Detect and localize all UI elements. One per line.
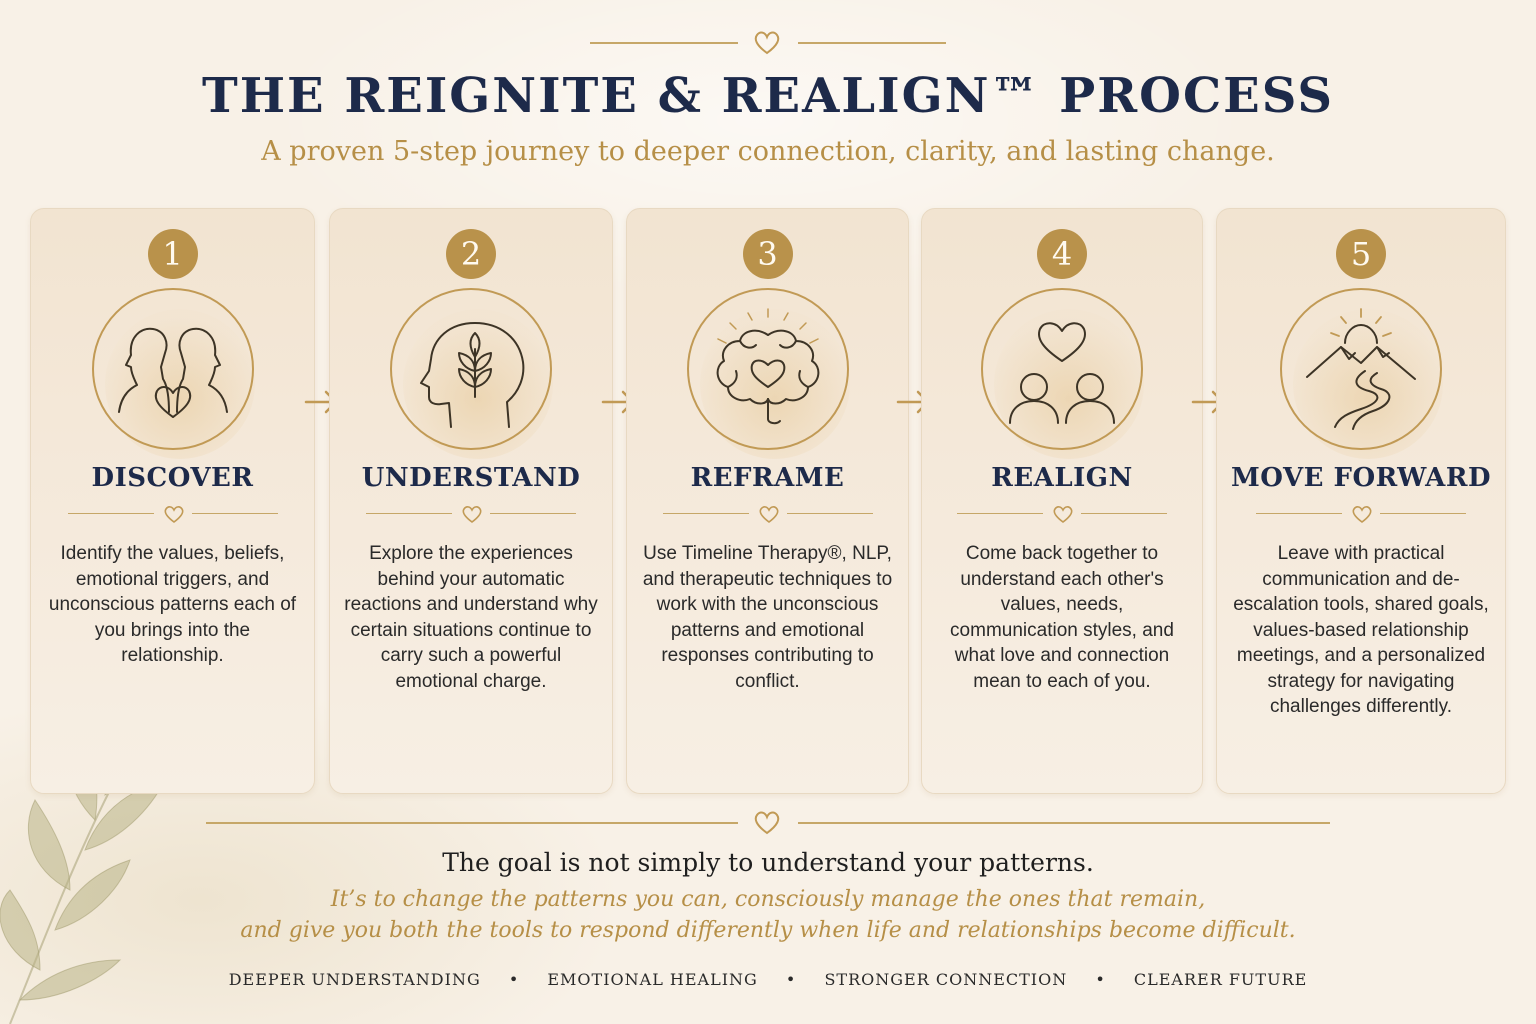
footer-separator: •	[785, 970, 797, 989]
heart-divider-icon	[1053, 506, 1073, 524]
step-number-badge: 5	[1336, 229, 1386, 279]
step-title: REALIGN	[991, 463, 1133, 493]
step-number-badge: 4	[1037, 229, 1087, 279]
step-divider	[1256, 503, 1466, 525]
footer-item: CLEARER FUTURE	[1133, 970, 1308, 989]
bottom-ornament	[206, 808, 1330, 838]
goal-detail: It’s to change the patterns you can, con…	[0, 884, 1536, 946]
step-icon-wrap	[686, 287, 850, 459]
step-title: DISCOVER	[91, 463, 254, 493]
step-card-reframe: 3 REFRAME Use Timeline Therapy®, NL	[626, 208, 909, 794]
step-number-badge: 1	[147, 229, 198, 279]
step-divider	[67, 503, 278, 525]
step-description: Explore the experiences behind your auto…	[344, 543, 598, 692]
head-plant-icon	[390, 288, 552, 450]
footer-values: DEEPER UNDERSTANDING • EMOTIONAL HEALING…	[0, 970, 1536, 989]
top-ornament	[590, 28, 946, 58]
step-icon-wrap	[1279, 287, 1443, 459]
step-card-understand: 2 UNDERSTAND Explore the experiences beh…	[329, 208, 613, 794]
heart-divider-icon	[1352, 506, 1372, 524]
step-title: MOVE FORWARD	[1230, 463, 1492, 493]
heart-ornament-icon	[754, 31, 780, 55]
brain-heart-icon	[686, 288, 849, 450]
step-description: Identify the values, beliefs, emotional …	[48, 543, 297, 666]
step-icon-wrap	[91, 287, 255, 459]
step-icon-wrap	[980, 287, 1144, 459]
step-icon-wrap	[389, 287, 553, 459]
page-subtitle: A proven 5-step journey to deeper connec…	[261, 136, 1275, 167]
footer-separator: •	[1095, 970, 1106, 989]
step-card-discover: 1 DISCOVER Identify the values, beliefs,…	[30, 208, 315, 794]
step-title: UNDERSTAND	[361, 463, 581, 493]
footer-item: STRONGER CONNECTION	[824, 970, 1068, 989]
step-divider	[957, 503, 1167, 525]
footer-separator: •	[508, 970, 520, 989]
mountain-sun-path-icon	[1280, 288, 1442, 450]
step-description: Leave with practical communication and d…	[1233, 543, 1489, 717]
footer-item: EMOTIONAL HEALING	[547, 970, 758, 989]
step-number-badge: 3	[742, 229, 793, 279]
goal-detail-line-1: It’s to change the patterns you can, con…	[330, 887, 1206, 912]
heart-divider-icon	[758, 506, 779, 524]
step-card-move-forward: 5 MOVE FORWARD Leave with practical	[1216, 208, 1506, 794]
goal-detail-line-2: and give you both the tools to respond d…	[240, 918, 1296, 943]
page-title: THE REIGNITE & REALIGN™ PROCESS	[201, 68, 1335, 124]
step-title: REFRAME	[690, 463, 845, 493]
heart-ornament-icon	[754, 811, 780, 835]
step-description: Use Timeline Therapy®, NLP, and therapeu…	[642, 543, 893, 692]
two-faces-heart-icon	[91, 288, 254, 450]
step-divider	[662, 503, 873, 525]
step-divider	[366, 503, 576, 525]
step-card-realign: 4 REALIGN Come back together to understa…	[921, 208, 1203, 794]
goal-statement: The goal is not simply to understand you…	[442, 848, 1094, 877]
couple-heart-icon	[981, 288, 1143, 450]
step-number-badge: 2	[446, 229, 496, 279]
heart-divider-icon	[462, 506, 482, 524]
step-description: Come back together to understand each ot…	[950, 543, 1174, 692]
heart-divider-icon	[163, 506, 184, 524]
footer-item: DEEPER UNDERSTANDING	[228, 970, 481, 989]
